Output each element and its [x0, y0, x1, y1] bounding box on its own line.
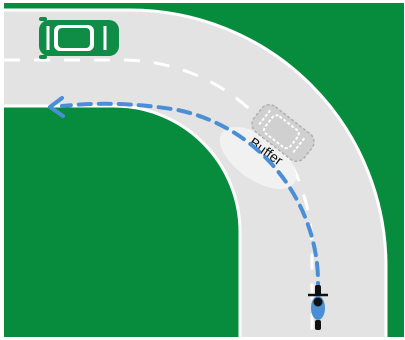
car-icon	[39, 17, 119, 59]
